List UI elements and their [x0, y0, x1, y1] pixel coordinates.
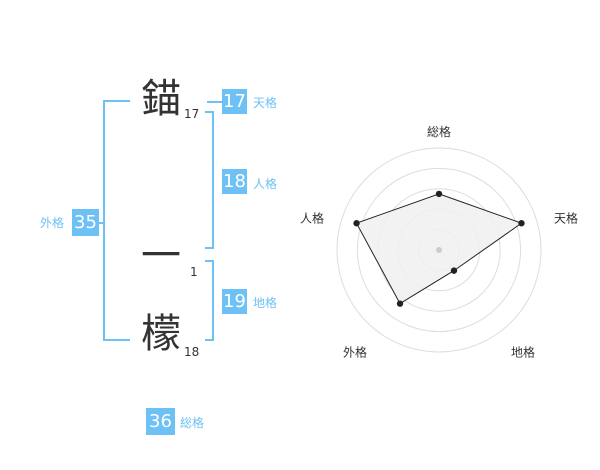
- radar-point: [353, 220, 360, 227]
- radar-point: [435, 190, 443, 198]
- radar-point: [450, 267, 458, 274]
- chikaku-bracket-bottom: [205, 339, 214, 341]
- soukaku-value-badge: 36: [146, 408, 175, 435]
- chikaku-label: 地格: [253, 296, 278, 310]
- jinkaku-bracket-bottom: [205, 247, 214, 249]
- radar-axis-label: 総格: [427, 124, 451, 139]
- radar-ring: [356, 167, 522, 333]
- jinkaku-bracket-top: [205, 111, 214, 113]
- jinkaku-bracket-vertical: [212, 111, 214, 249]
- chikaku-value-badge: 19: [222, 289, 247, 314]
- tenkaku-value-badge: 17: [222, 89, 247, 114]
- radar-axis-label: 地格: [511, 345, 535, 360]
- gaikaku-bracket-top: [103, 100, 130, 102]
- chikaku-bracket-vertical: [212, 260, 214, 341]
- gaikaku-label: 外格: [40, 216, 65, 230]
- name-char-3: 檬: [141, 311, 181, 357]
- jinkaku-label: 人格: [253, 177, 278, 191]
- tenkaku-label: 天格: [253, 96, 278, 110]
- soukaku-label: 総格: [180, 416, 205, 430]
- gaikaku-bracket-vertical: [103, 100, 105, 341]
- radar-center-dot: [436, 247, 442, 253]
- stroke-count-1: 17: [184, 107, 200, 121]
- gaikaku-bracket-bottom: [103, 339, 130, 341]
- gaikaku-bracket-tick: [98, 222, 105, 224]
- radar-axis-label: 人格: [300, 210, 324, 225]
- tenkaku-connector: [207, 101, 222, 103]
- jinkaku-value-badge: 18: [222, 169, 247, 194]
- radar-ring: [336, 147, 542, 353]
- radar-axis-label: 天格: [554, 210, 578, 225]
- radar-point: [396, 300, 404, 307]
- chikaku-bracket-top: [205, 260, 214, 262]
- gaikaku-value-badge: 35: [72, 209, 99, 236]
- radar-axis-label: 外格: [343, 345, 367, 360]
- stroke-count-2: 1: [190, 265, 198, 279]
- name-char-1: 錨: [141, 76, 181, 122]
- radar-point: [518, 220, 525, 227]
- name-char-2: 一: [141, 233, 181, 279]
- stroke-count-3: 18: [184, 345, 200, 359]
